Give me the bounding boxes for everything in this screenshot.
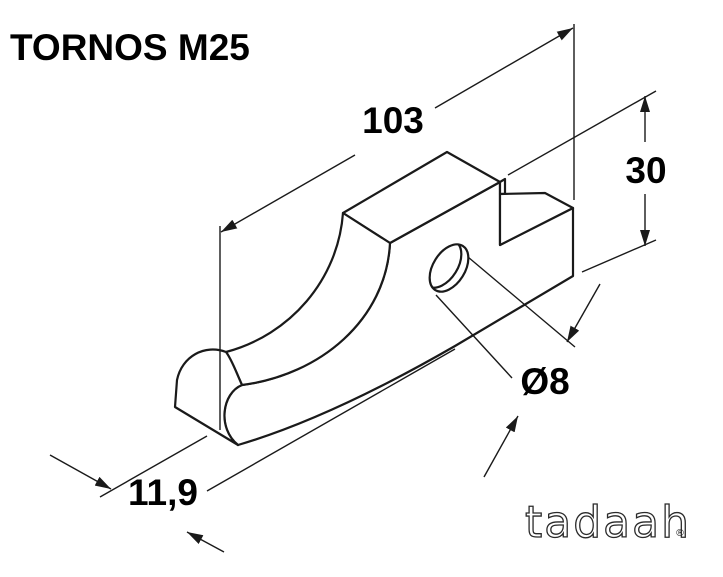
dimension-line-hole-upper [566,283,601,343]
extension-line-thickness-front [206,348,456,492]
dimension-line-length-left [220,154,356,233]
dimension-label-length: 103 [362,100,424,141]
dimension-label-thickness: 11,9 [128,472,198,513]
dimension-label-height: 30 [625,150,666,191]
part-nose-end [173,348,244,447]
dimension-line-length-right [434,27,574,109]
brand-logo: tadaah ® [524,496,691,548]
part-step-face [498,191,575,247]
drawing-title: TORNOS M25 [10,27,250,68]
dimension-line-hole-lower [483,415,519,478]
dimension-line-thickness-upper [49,454,112,490]
logo-registered-mark: ® [675,528,685,539]
extension-line-hole-upper [467,256,576,348]
part-step-wall [498,177,507,196]
dimension-line-thickness-lower [186,531,225,553]
part-hole [428,243,470,293]
logo-wordmark: tadaah [525,497,691,548]
extension-line-thickness-back [99,435,208,498]
extension-line-hole-lower [435,294,513,379]
extension-line-height-top [507,90,657,176]
dimension-label-hole-diameter: Ø8 [520,361,569,402]
